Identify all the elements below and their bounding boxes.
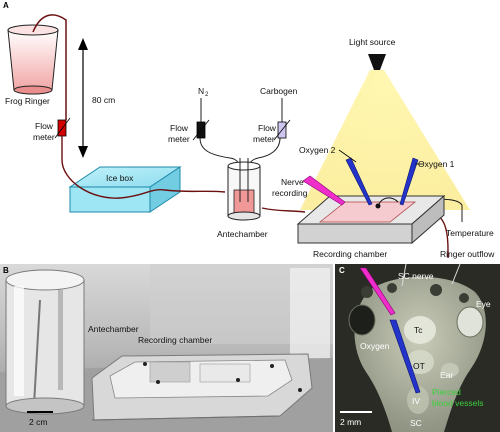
flow-meter-2	[192, 119, 210, 141]
label-recording: recording	[272, 188, 308, 198]
oxygen2-leader	[338, 149, 357, 163]
spot-3	[430, 284, 442, 296]
label-flow-3a: Flow	[258, 123, 277, 133]
oxygen2-electrode	[345, 157, 373, 206]
panel-b-window	[290, 268, 330, 358]
panel-a-letter: A	[3, 1, 9, 10]
label-antechamber-b: Antechamber	[88, 324, 139, 334]
label-height: 80 cm	[92, 95, 115, 105]
panel-b: B Antechamber Recording chamber 2 cm	[0, 264, 333, 432]
brain-ot	[406, 350, 434, 374]
recording-chamber	[296, 194, 446, 245]
brain-iv	[407, 386, 429, 414]
label-antechamber-a: Antechamber	[217, 229, 268, 239]
label-tc: Tc	[414, 325, 423, 335]
frog-ringer-beaker	[7, 14, 67, 120]
label-frog-ringer: Frog Ringer	[5, 96, 50, 106]
nerve-electrode	[302, 175, 346, 206]
label-recording-chamber-a: Recording chamber	[313, 249, 387, 259]
label-n2: N	[198, 86, 204, 96]
light-beam	[300, 70, 470, 210]
panel-c-letter: C	[339, 266, 345, 275]
label-oxygen-c: Oxygen	[360, 341, 390, 351]
label-iv: IV	[412, 396, 420, 406]
label-flow-1b: meter	[33, 132, 55, 142]
label-scale-b: 2 cm	[29, 417, 47, 427]
label-ot: OT	[413, 361, 425, 371]
label-temperature: Temperature	[446, 228, 494, 238]
oxygen1-electrode	[399, 157, 419, 206]
flow-meter-3	[273, 119, 291, 141]
label-light-source: Light source	[349, 37, 396, 47]
brain-tc	[404, 316, 436, 344]
label-vessels-1: Pierced	[432, 387, 461, 397]
light-source-lamp	[368, 54, 386, 70]
spot-4	[459, 293, 469, 303]
panel-b-cylinder	[5, 269, 85, 415]
wire-1	[401, 263, 407, 287]
label-flow-2a: Flow	[170, 123, 189, 133]
label-carbogen: Carbogen	[260, 86, 298, 96]
label-ringer-outflow: Ringer outflow	[440, 249, 495, 259]
tube-ringer	[61, 136, 226, 199]
label-oxygen1: Oxygen 1	[418, 159, 455, 169]
label-sc-nerve: SC nerve	[398, 271, 434, 281]
eye-right	[456, 306, 484, 338]
panel-a: A Light source Frog Ringer 80 cm Flow me…	[3, 1, 496, 259]
panel-c-oxygen-electrode	[389, 319, 421, 394]
eye-left	[348, 304, 376, 336]
height-arrow	[78, 38, 88, 158]
panel-c: C SC nerve Eye Tc Oxygen OT Ear IV SC Pi…	[335, 263, 500, 432]
label-scale-c: 2 mm	[340, 417, 361, 427]
label-ice-box: Ice box	[106, 173, 134, 183]
ear	[441, 363, 459, 377]
label-flow-2b: meter	[168, 134, 190, 144]
panel-b-chamber	[91, 353, 313, 421]
label-sc: SC	[410, 418, 422, 428]
label-flow-1a: Flow	[35, 121, 54, 131]
label-eye: Eye	[476, 299, 491, 309]
panel-b-letter: B	[3, 266, 9, 275]
panel-c-nerve-electrode	[359, 267, 396, 316]
label-oxygen2: Oxygen 2	[299, 145, 336, 155]
label-nerve: Nerve	[281, 177, 304, 187]
wire-2	[451, 263, 461, 285]
label-vessels-2: blood vessels	[432, 398, 484, 408]
label-flow-3b: meter	[253, 134, 275, 144]
spot-2	[387, 283, 397, 293]
label-recording-chamber-b: Recording chamber	[138, 335, 212, 345]
spot-1	[361, 286, 373, 298]
label-n2-sub: 2	[205, 92, 209, 98]
label-ear: Ear	[440, 370, 453, 380]
tube-antechamber-out	[261, 207, 306, 213]
antechamber	[227, 158, 261, 221]
